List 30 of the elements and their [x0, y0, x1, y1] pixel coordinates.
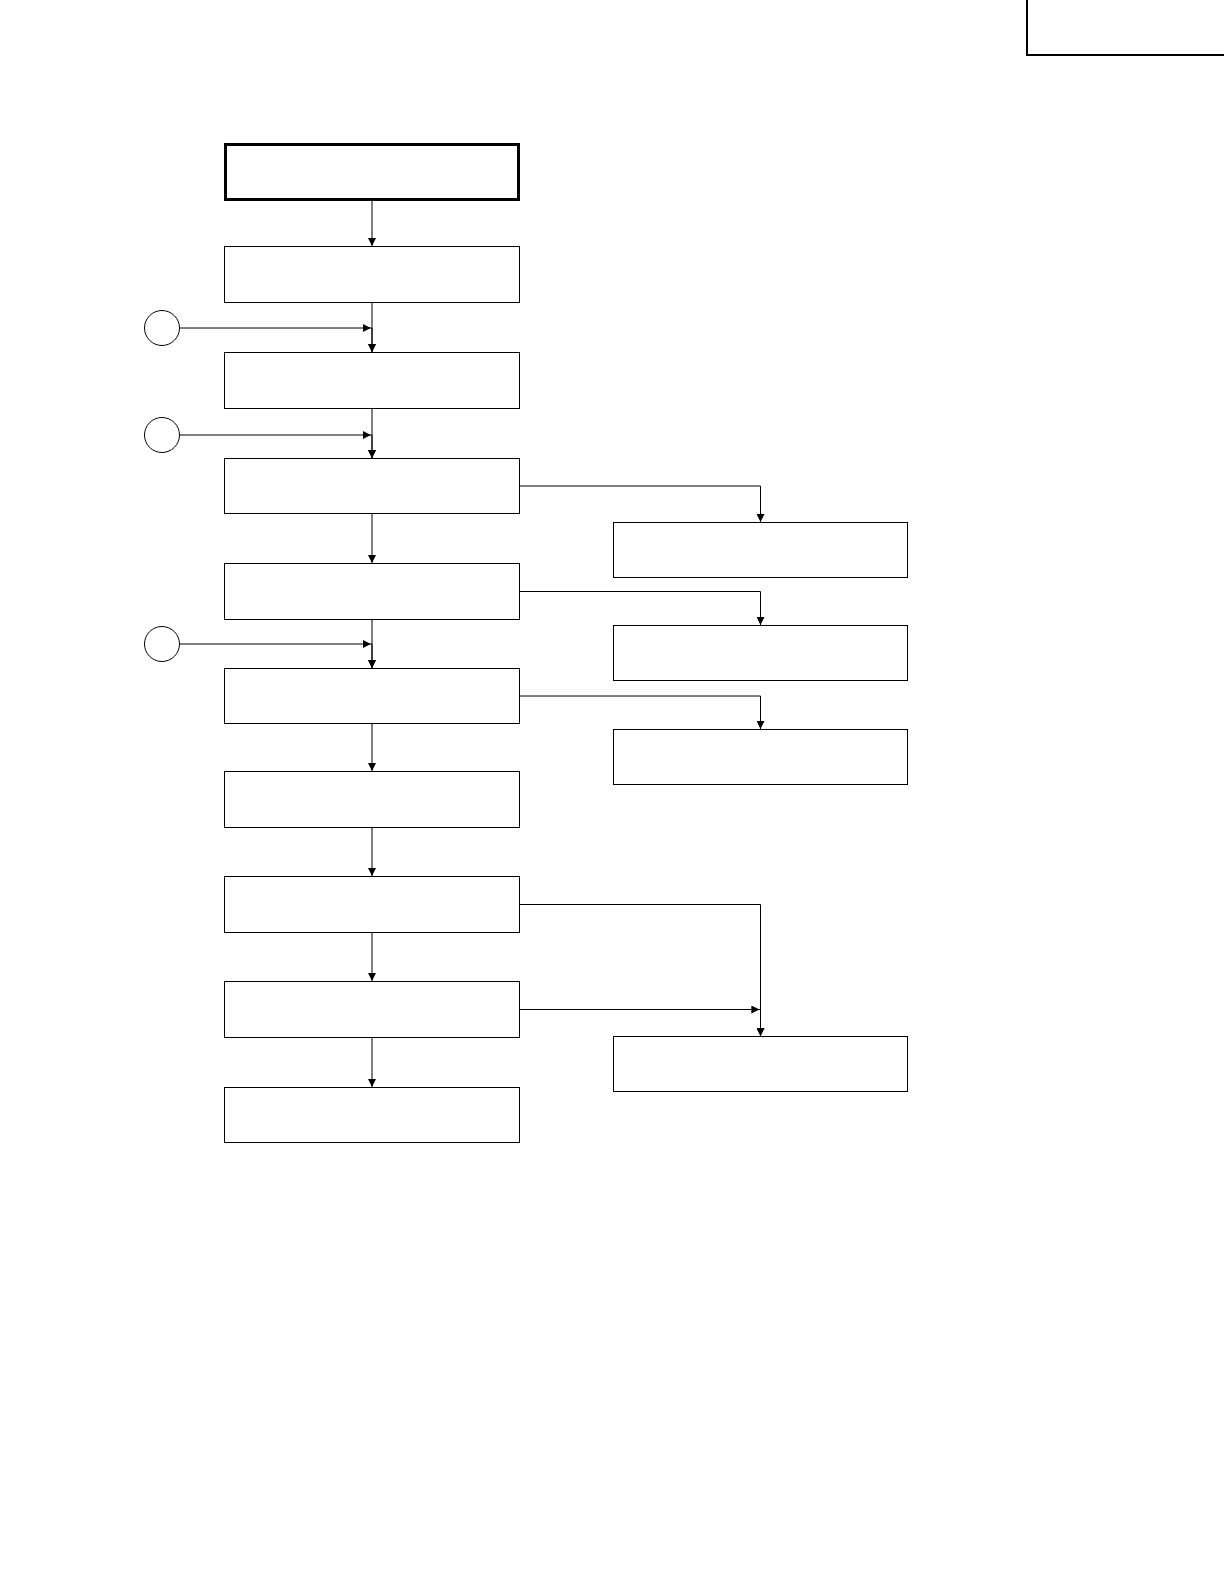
arrow	[519, 591, 765, 626]
process-box	[224, 771, 520, 828]
process-box	[224, 668, 520, 724]
start-box	[224, 143, 520, 201]
arrow	[368, 723, 376, 772]
arrow	[368, 200, 376, 247]
process-box	[224, 246, 520, 303]
process-box	[613, 522, 908, 578]
arrow	[368, 932, 376, 982]
arrow	[519, 695, 765, 730]
arrow	[519, 1006, 765, 1037]
arrow	[179, 324, 376, 353]
arrow	[368, 827, 376, 877]
arrow	[179, 640, 376, 669]
arrow	[519, 485, 765, 523]
arrow	[179, 431, 376, 459]
process-box	[224, 1087, 520, 1143]
arrow	[368, 1037, 376, 1088]
process-box	[224, 981, 520, 1038]
connector-circle	[144, 417, 180, 453]
connector-circle	[144, 626, 180, 662]
arrow	[368, 513, 376, 564]
process-box	[224, 352, 520, 409]
process-box	[613, 625, 908, 681]
process-box	[613, 729, 908, 785]
process-box	[613, 1036, 908, 1092]
process-box	[224, 563, 520, 620]
connector-circle	[144, 310, 180, 346]
process-box	[224, 458, 520, 514]
process-box	[224, 876, 520, 933]
